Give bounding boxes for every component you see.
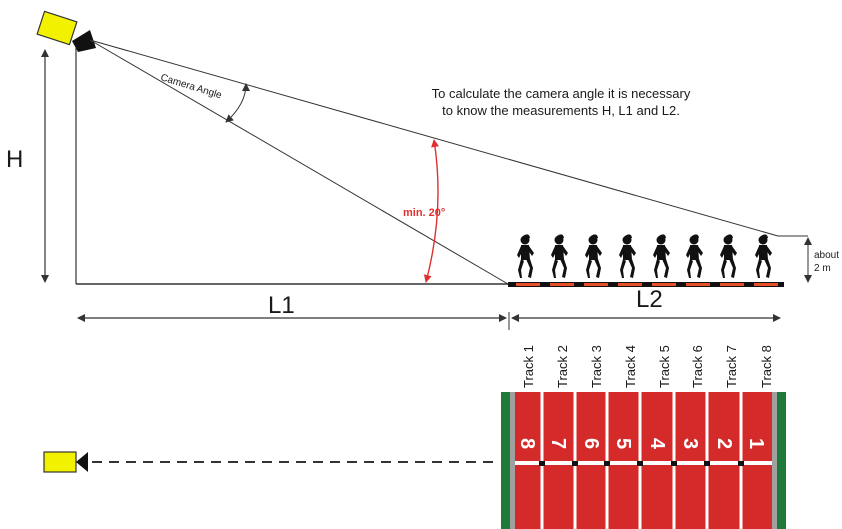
runner-figure [720, 234, 737, 278]
track-label: Track 7 [724, 345, 739, 388]
track-strip [508, 282, 784, 287]
track-label: Track 6 [690, 345, 705, 388]
track-label: Track 8 [759, 345, 774, 388]
camera-angle-label: Camera Angle [159, 72, 223, 101]
lane-number: 2 [713, 438, 735, 449]
about-label: about [814, 250, 839, 261]
lane-number: 7 [547, 438, 569, 449]
lane-number: 5 [612, 438, 634, 449]
note-line-2: to know the measurements H, L1 and L2. [442, 103, 680, 118]
runner-figure [686, 234, 703, 278]
two-m-label: 2 m [814, 263, 831, 274]
lane-number: 6 [580, 438, 602, 449]
lane-numbers: 8 7 6 5 4 3 2 1 [516, 438, 767, 450]
runners [517, 234, 772, 278]
h-label: H [6, 146, 23, 173]
l2-label: L2 [636, 286, 663, 313]
camera-angle-arc [225, 83, 250, 123]
runner-figure [585, 234, 602, 278]
track-label: Track 3 [589, 345, 604, 388]
upper-view-line [89, 39, 779, 237]
lane-number: 3 [679, 438, 701, 449]
track-top-view [501, 392, 786, 529]
runner-figure [551, 234, 568, 278]
track-label: Track 4 [623, 345, 638, 388]
lane-number: 8 [516, 438, 538, 449]
track-label: Track 1 [521, 345, 536, 388]
track-label: Track 5 [657, 345, 672, 388]
lane-number: 4 [646, 438, 668, 450]
camera-icon [43, 451, 88, 473]
runner-figure [653, 234, 670, 278]
runner-figure [755, 234, 772, 278]
l1-label: L1 [268, 292, 295, 319]
runner-figure [517, 234, 534, 278]
lower-view-line [89, 39, 509, 285]
track-label: Track 2 [555, 345, 570, 388]
camera-icon [36, 10, 96, 52]
lane-number: 1 [745, 438, 767, 449]
min-angle-arc [423, 139, 440, 283]
min-angle-label: min. 20° [403, 207, 445, 219]
runner-figure [619, 234, 636, 278]
track-labels: Track 1 Track 2 Track 3 Track 4 Track 5 … [521, 345, 774, 388]
note-line-1: To calculate the camera angle it is nece… [432, 86, 691, 101]
